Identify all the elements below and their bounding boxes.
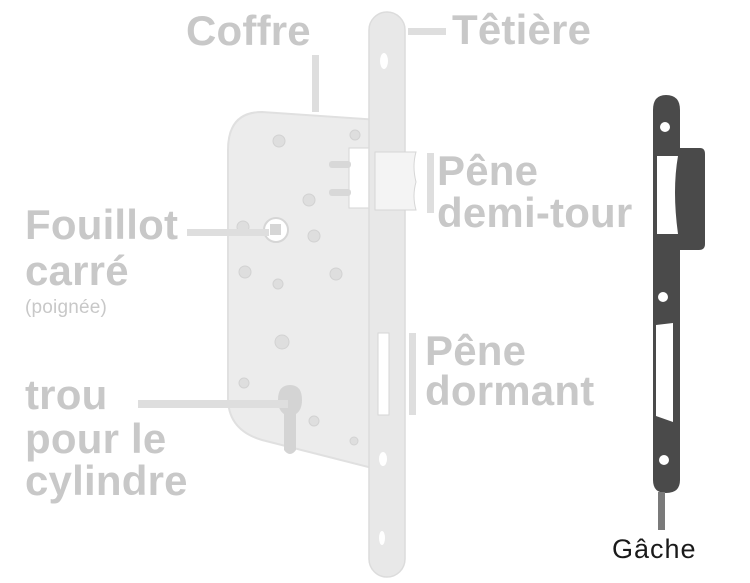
fouillot-leader	[187, 229, 269, 236]
label-pene-dormant-2: dormant	[425, 367, 595, 414]
label-tetiere: Têtière	[452, 6, 592, 53]
label-gache: Gâche	[612, 534, 697, 564]
label-fouillot-note: (poignée)	[25, 297, 108, 318]
coffre-leader	[312, 55, 319, 112]
label-fouillot-1: Fouillot	[25, 201, 179, 248]
strike-plate-icon	[653, 95, 705, 493]
gache-leader	[658, 492, 665, 530]
trou-cylindre-leader	[138, 400, 288, 408]
label-pene-demi-tour-2: demi-tour	[437, 189, 633, 236]
label-pene-dormant-1: Pêne	[425, 327, 527, 374]
pene-demi-tour-leader	[427, 153, 434, 213]
label-trou-3: cylindre	[25, 457, 188, 504]
tetiere-leader	[408, 28, 446, 35]
lock-case-shape	[227, 110, 381, 472]
label-trou-1: trou	[25, 371, 108, 418]
pene-dormant-leader	[409, 333, 416, 415]
label-pene-demi-tour-1: Pêne	[437, 147, 539, 194]
label-coffre: Coffre	[186, 7, 311, 54]
label-trou-2: pour le	[25, 415, 167, 462]
faceplate-shape	[368, 11, 406, 578]
label-fouillot-2: carré	[25, 247, 129, 294]
